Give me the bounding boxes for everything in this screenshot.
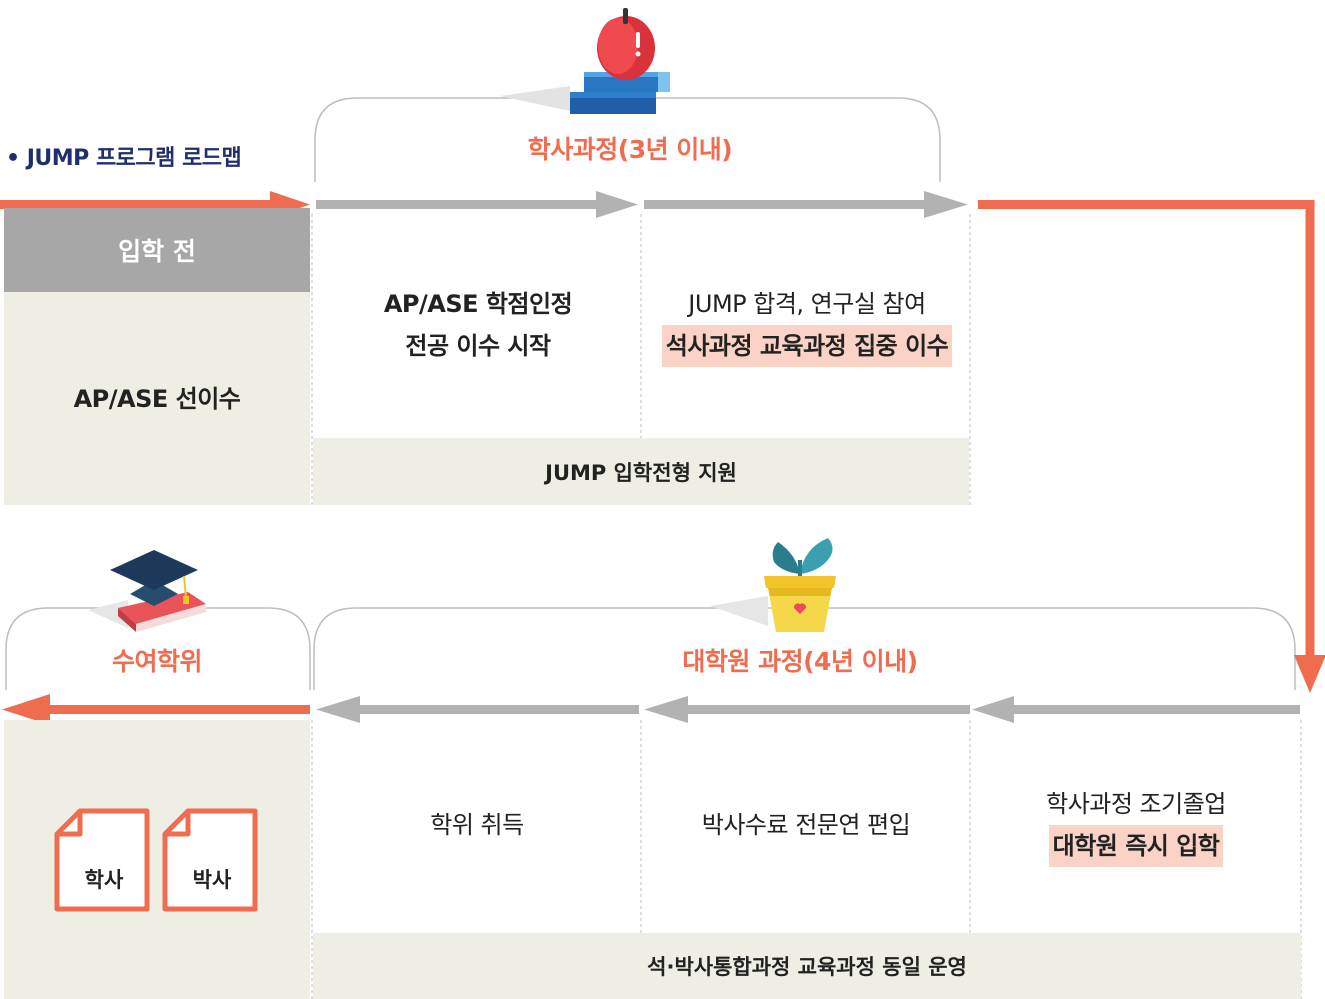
grad-step-degree-text: 학위 취득 <box>430 811 524 839</box>
pre-admission-header: 입학 전 <box>4 208 310 292</box>
arrow-bottom-3 <box>316 696 639 723</box>
integrated-program-text: 석·박사통합과정 교육과정 동일 운영 <box>647 955 967 979</box>
grad-step-degree: 학위 취득 <box>313 780 641 870</box>
arrow-connector <box>978 200 1325 693</box>
grad-step-early-highlight: 대학원 즉시 입학 <box>1048 825 1224 867</box>
jump-application-bar: JUMP 입학전형 지원 <box>313 438 969 505</box>
undergrad-step-1-line1: AP/ASE 학점인정 <box>383 290 573 318</box>
undergrad-section-title: 학사과정(3년 이내) <box>527 135 733 164</box>
document-icon <box>54 808 150 912</box>
undergrad-step-1-line2: 전공 이수 시작 <box>405 332 551 360</box>
graduation-cap-icon <box>88 550 206 632</box>
arrow-top-2 <box>644 191 968 218</box>
pre-admission-body: AP/ASE 선이수 <box>4 292 310 505</box>
arrow-exit <box>2 694 310 725</box>
degree-bachelor: 학사 <box>54 808 150 912</box>
degree-doctor-label: 박사 <box>192 868 232 892</box>
grad-step-early-line1: 학사과정 조기졸업 <box>1046 790 1226 818</box>
arrow-bottom-2 <box>644 696 970 723</box>
apple-on-books-icon <box>500 8 670 114</box>
undergrad-step-2: JUMP 합격, 연구실 참여 석사과정 교육과정 집중 이수 <box>643 280 971 370</box>
grad-step-transfer-text: 박사수료 전문연 편입 <box>701 811 911 839</box>
degree-bachelor-label: 학사 <box>84 868 124 892</box>
plant-pot-icon <box>710 538 836 632</box>
degree-doctor: 박사 <box>162 808 258 912</box>
pre-admission-text: AP/ASE 선이수 <box>73 384 241 413</box>
grad-step-early: 학사과정 조기졸업 대학원 즉시 입학 <box>971 780 1301 870</box>
arrow-top-1 <box>316 191 638 218</box>
grad-step-transfer: 박사수료 전문연 편입 <box>642 780 970 870</box>
arrow-bottom-1 <box>972 696 1300 723</box>
integrated-program-bar: 석·박사통합과정 교육과정 동일 운영 <box>313 933 1301 999</box>
undergrad-step-1: AP/ASE 학점인정 전공 이수 시작 <box>314 280 642 370</box>
degree-section-title: 수여학위 <box>111 647 203 676</box>
jump-application-text: JUMP 입학전형 지원 <box>545 460 737 485</box>
degree-panel <box>4 720 310 999</box>
document-icon <box>162 808 258 912</box>
roadmap-heading: • JUMP 프로그램 로드맵 <box>6 146 242 171</box>
grad-section-title: 대학원 과정(4년 이내) <box>682 647 918 676</box>
undergrad-step-2-line1: JUMP 합격, 연구실 참여 <box>688 290 926 318</box>
undergrad-step-2-highlight: 석사과정 교육과정 집중 이수 <box>661 325 953 367</box>
